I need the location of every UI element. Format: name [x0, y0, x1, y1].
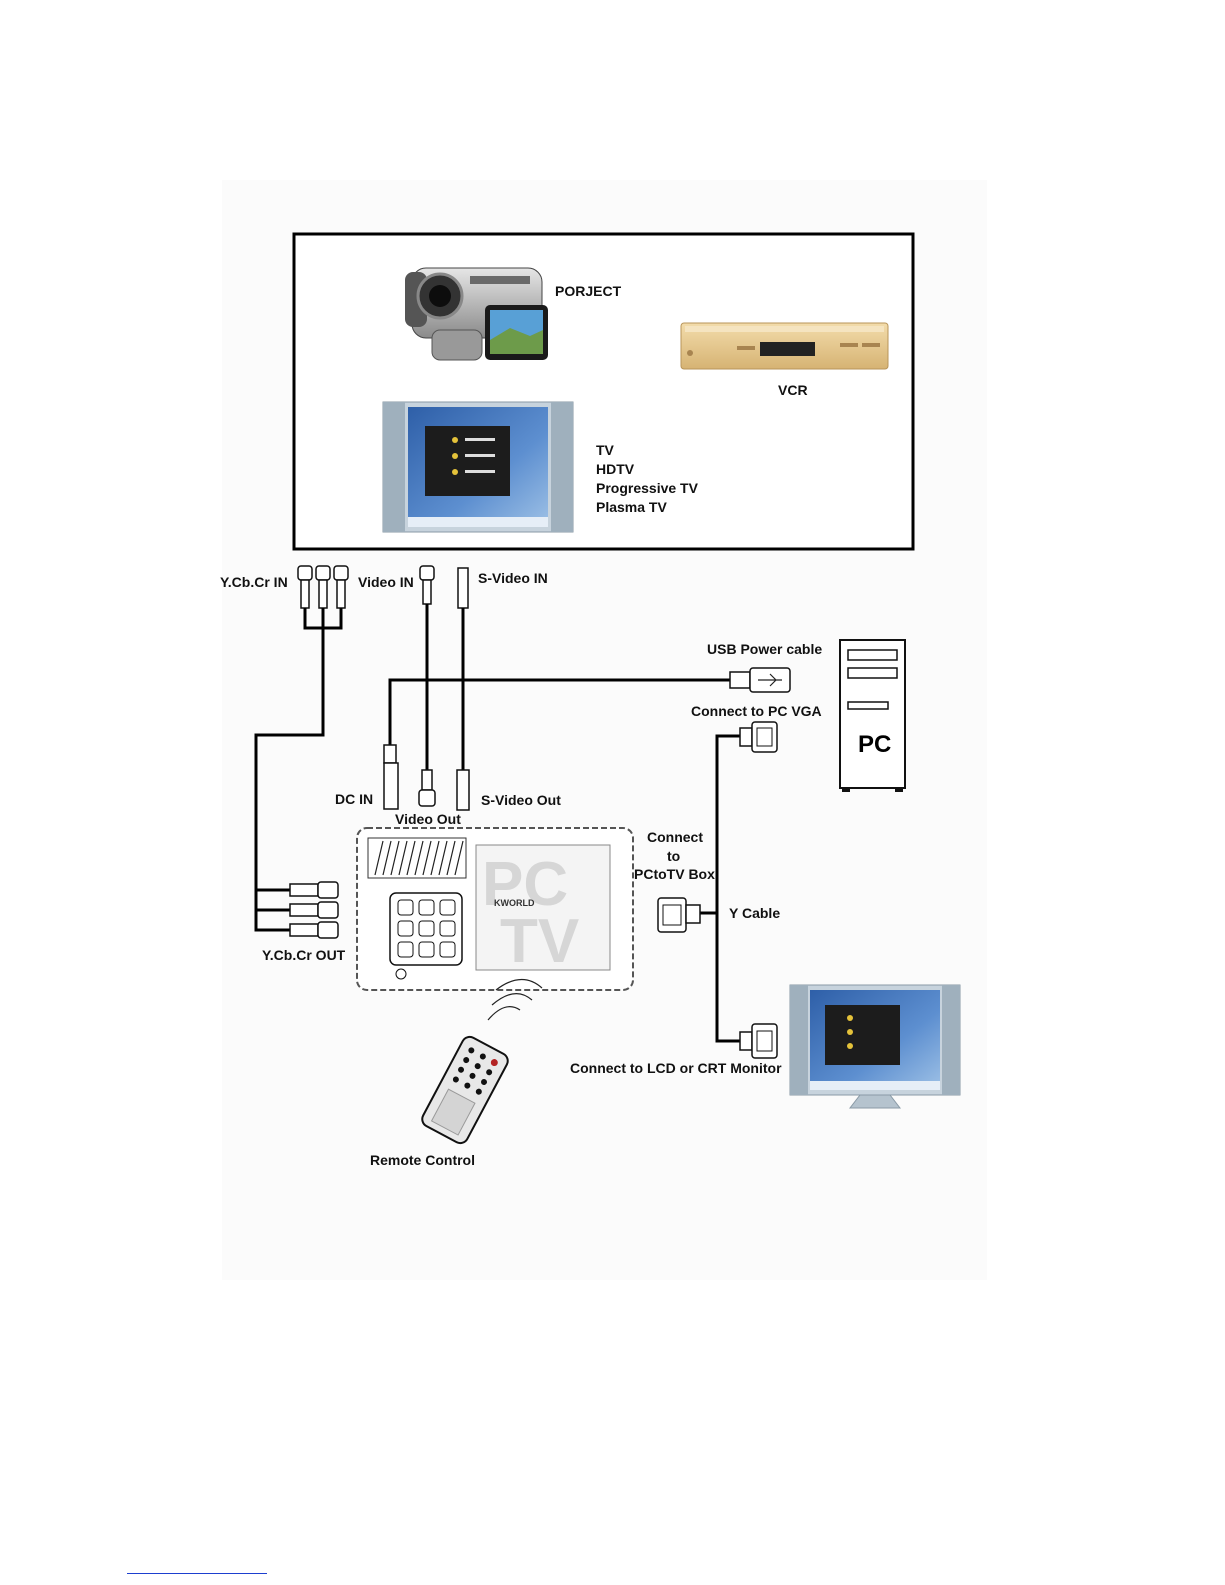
usb-power-label: USB Power cable — [707, 641, 822, 657]
tv-label-4: Plasma TV — [596, 499, 667, 515]
connect-box-label-3: PCtoTV Box — [634, 866, 715, 882]
tv-icon — [383, 402, 573, 532]
usb-plug-icon — [730, 668, 790, 692]
svideo-out-label: S-Video Out — [481, 792, 561, 808]
ycbcr-out-plugs-icon — [290, 882, 338, 938]
dc-in-plug-icon — [384, 745, 398, 809]
video-in-label: Video IN — [358, 574, 414, 590]
connect-box-label-1: Connect — [647, 829, 703, 845]
ycbcr-in-label: Y.Cb.Cr IN — [220, 574, 288, 590]
box-logo-tv: TV — [500, 907, 579, 976]
video-out-label: Video Out — [395, 811, 461, 827]
ycbcr-out-label: Y.Cb.Cr OUT — [262, 947, 346, 963]
pc-tower-icon — [840, 640, 905, 792]
video-out-plug-icon — [419, 770, 435, 806]
vcr-icon — [681, 323, 888, 369]
tv-label-2: HDTV — [596, 461, 635, 477]
tv-label-3: Progressive TV — [596, 480, 699, 496]
tv-label-1: TV — [596, 442, 615, 458]
vent-grille — [368, 838, 466, 878]
box-logo-brand: KWORLD — [494, 898, 535, 908]
connect-monitor-label: Connect to LCD or CRT Monitor — [570, 1060, 782, 1076]
svideo-in-label: S-Video IN — [478, 570, 548, 586]
keypad — [390, 893, 462, 965]
connect-box-label-2: to — [667, 848, 680, 864]
camcorder-label: PORJECT — [555, 283, 622, 299]
y-cable-label: Y Cable — [729, 905, 780, 921]
vcr-label: VCR — [778, 382, 808, 398]
dc-in-label: DC IN — [335, 791, 373, 807]
pctotv-box-icon: PC TV KWORLD — [357, 828, 633, 990]
footnote-rule — [127, 1573, 267, 1574]
svideo-in-plug-icon — [458, 568, 468, 608]
remote-control-label: Remote Control — [370, 1152, 475, 1168]
svideo-out-plug-icon — [457, 770, 469, 810]
ycbcr-in-plugs-icon — [298, 566, 348, 608]
pc-tower-label: PC — [858, 731, 891, 758]
connect-pc-vga-label: Connect to PC VGA — [691, 703, 822, 719]
lcd-monitor-icon — [790, 985, 960, 1108]
